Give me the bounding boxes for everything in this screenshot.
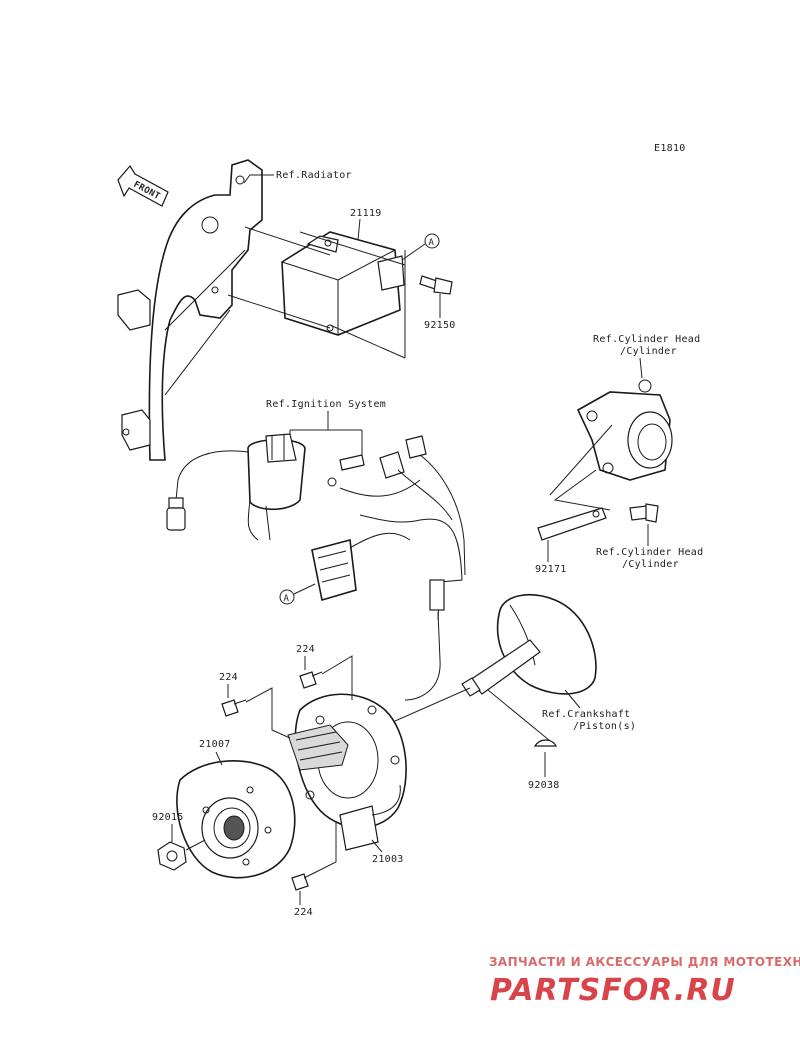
ref-cylinder-head-bottom-label-2: /Cylinder (622, 559, 679, 570)
watermark-brand: PARTSFOR.RU (490, 973, 736, 1008)
ref-cylinder-head-top-label-1: Ref.Cylinder Head (593, 334, 700, 345)
part-92038-label: 92038 (528, 780, 560, 791)
screw-top-guide (321, 655, 353, 700)
ref-crankshaft-label-1: Ref.Crankshaft (542, 709, 631, 720)
watermark-tagline: ЗАПЧАСТИ И АКСЕССУАРЫ ДЛЯ МОТОТЕХНИКИ (489, 955, 800, 969)
ref-ignition-system-label: Ref.Ignition System (266, 399, 386, 410)
front-arrow-icon: FRONT (117, 164, 169, 207)
part-224-bottom-label: 224 (294, 907, 313, 918)
nut-92015-icon (157, 841, 187, 871)
screw-224-top-icon (299, 671, 323, 689)
callout-a-top-leader (401, 243, 426, 261)
ref-radiator-leader (243, 174, 274, 184)
ref-radiator-label: Ref.Radiator (276, 170, 352, 181)
main-connector (311, 532, 411, 602)
woodruff-key-icon (533, 739, 557, 747)
callout-a-bottom-leader (293, 583, 316, 595)
nut-guide (185, 839, 206, 851)
part-21003-label: 21003 (372, 854, 404, 865)
callout-a-top (424, 233, 440, 249)
cdi-unit (281, 231, 405, 336)
crankshaft-axis-line (487, 689, 556, 746)
ignition-coil (247, 433, 306, 541)
wiring-connectors (339, 435, 466, 701)
coil-bolt-icon (327, 454, 365, 487)
part-21007-label: 21007 (199, 739, 231, 750)
crankshaft (461, 594, 597, 697)
radiator-bracket (117, 159, 263, 461)
stator-plate (287, 693, 407, 851)
part-224-top-label: 224 (296, 644, 315, 655)
bolt-92150-icon (419, 275, 453, 295)
part-92171-label: 92171 (535, 564, 567, 575)
ref-cylinder-head-bottom-label-1: Ref.Cylinder Head (596, 547, 703, 558)
ref-cylinder-head-top-label-2: /Cylinder (620, 346, 677, 357)
bracket-92171 (537, 507, 607, 541)
part-21007-leader (215, 751, 223, 766)
cylinder-head (576, 379, 673, 481)
cdi-mount-lines (227, 226, 406, 359)
part-92150-label: 92150 (424, 320, 456, 331)
coil-cable (175, 450, 249, 501)
screw-224-left-icon (221, 699, 247, 717)
screw-bottom-guide (315, 822, 337, 873)
ref-crankshaft-leader (564, 689, 581, 709)
flywheel-rotor (176, 760, 296, 879)
part-21119-leader (357, 218, 361, 241)
ref-crankshaft-label-2: /Piston(s) (573, 721, 636, 732)
cylinder-leader-lines (549, 424, 613, 511)
diagram-code: E1810 (654, 143, 686, 154)
callout-a-bottom-label: A (284, 594, 290, 604)
part-92015-label: 92015 (152, 812, 184, 823)
part-224-left-label: 224 (219, 672, 238, 683)
callout-a-bottom (279, 589, 295, 605)
callout-a-top-label: A (429, 238, 435, 248)
screw-left-guide (245, 687, 291, 739)
ref-cylinder-head-top-leader (639, 357, 643, 379)
bolt-cylinder-icon (629, 503, 659, 523)
screw-224-bottom-icon (291, 871, 317, 891)
part-21003-leader (371, 839, 383, 853)
spark-plug-cap-icon (166, 497, 186, 531)
part-21119-label: 21119 (350, 208, 382, 219)
ignition-leader (289, 411, 363, 458)
